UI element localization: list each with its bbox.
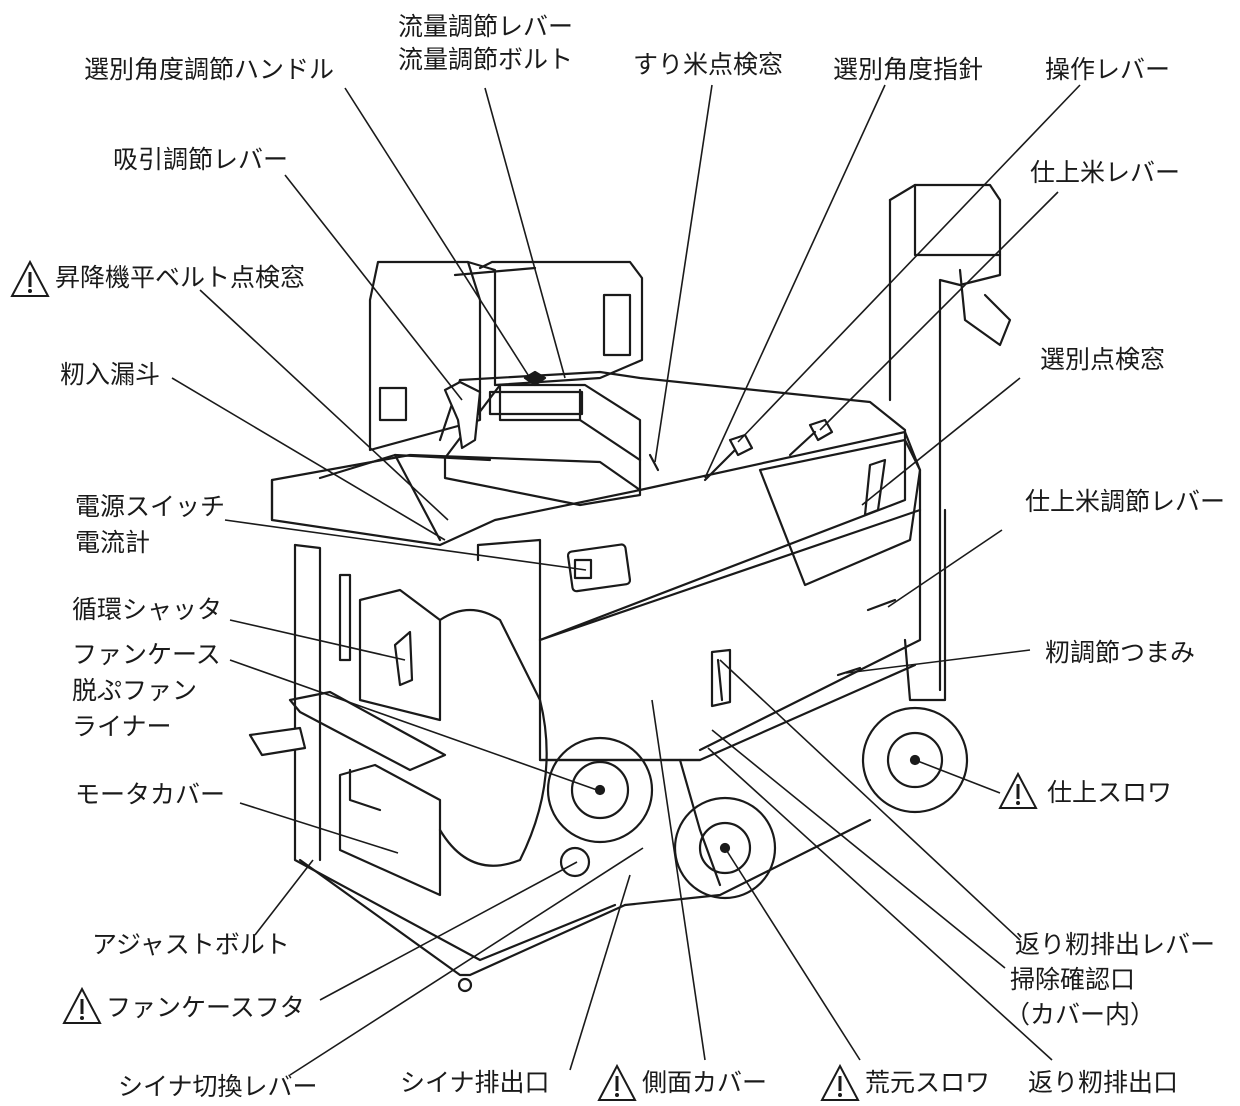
base-frame xyxy=(538,663,917,762)
junkan-panel xyxy=(338,573,352,662)
label-sentaku-kakudo-pointer: 選別角度指針 xyxy=(833,55,984,84)
warning-icon xyxy=(820,1063,860,1106)
label-ryuryo-bolt: 流量調節ボルト xyxy=(398,45,574,74)
label-shiage-mai-lever: 仕上米レバー xyxy=(1030,158,1181,187)
leader-kyuin-lever xyxy=(284,174,463,401)
leader-sousa-lever xyxy=(737,84,1081,443)
leader-fan-case xyxy=(229,659,598,791)
label-fan-case: ファンケース xyxy=(72,640,221,669)
handle-bar xyxy=(288,690,447,772)
label-kaeri-lever: 返り籾排出レバー xyxy=(1015,930,1216,959)
rear-lever-handle xyxy=(443,380,482,450)
label-cleaning-port-note: （カバー内） xyxy=(1005,1000,1156,1029)
center-cabinet xyxy=(443,383,642,507)
leader-aramoto xyxy=(724,847,861,1061)
label-shiina-switch-lever: シイナ切換レバー xyxy=(118,1072,318,1101)
leader-surimai-window xyxy=(654,84,713,463)
label-junkan-shutter: 循環シャッタ xyxy=(72,595,223,624)
leader-kaeri-lever xyxy=(719,659,1021,941)
label-elevator-belt-window: 昇降機平ベルト点検窓 xyxy=(55,263,306,292)
leader-fan-case-lid xyxy=(319,861,578,1001)
label-liner: ライナー xyxy=(72,712,172,741)
leader-shiina-outlet xyxy=(569,874,631,1071)
leader-shiina-switch xyxy=(289,847,644,1076)
leader-shiage-thrower xyxy=(914,759,1001,794)
front-panel xyxy=(476,508,922,642)
label-adjust-bolt: アジャストボルト xyxy=(92,930,290,959)
label-kyuin-lever: 吸引調節レバー xyxy=(113,145,289,174)
leader-shiage-lever xyxy=(819,191,1059,431)
side-slot xyxy=(710,648,732,708)
leader-power-switch xyxy=(224,519,587,571)
label-side-cover: 側面カバー xyxy=(642,1068,768,1097)
surimai-window-rect xyxy=(602,293,632,357)
leader-junkan xyxy=(229,619,406,661)
leader-momi-knob xyxy=(845,649,1031,674)
label-fan-case-lid: ファンケースフタ xyxy=(106,993,305,1022)
leader-adjust-bolt xyxy=(254,859,314,936)
warning-icon xyxy=(998,771,1038,814)
switch-panel xyxy=(566,543,632,593)
leader-shiage-adjust xyxy=(887,529,1003,608)
label-momi-hopper: 籾入漏斗 xyxy=(60,360,161,389)
warning-icon xyxy=(62,986,102,1029)
shiage-chute xyxy=(888,183,1002,692)
leader-cleaning-port xyxy=(711,729,1006,969)
label-ryuryo-lever: 流量調節レバー xyxy=(398,12,574,41)
foot-pedal xyxy=(248,726,307,757)
leader-sentaku-window xyxy=(861,377,1021,506)
upper-cabinet xyxy=(478,260,644,387)
motor-cover-shape xyxy=(338,763,442,897)
hopper-tray xyxy=(270,453,642,547)
leader-sentaku-pointer xyxy=(704,84,886,479)
label-aramoto-thrower: 荒元スロワ xyxy=(865,1068,991,1097)
warning-icon xyxy=(10,259,50,302)
shiage-thrower-wheel xyxy=(861,706,969,814)
label-shiage-thrower: 仕上スロワ xyxy=(1047,778,1173,807)
label-ammeter: 電流計 xyxy=(75,528,151,557)
top-deck xyxy=(458,370,907,642)
leader-elevator-window xyxy=(199,289,449,521)
leader-ryuryo xyxy=(484,87,566,379)
sentaku-cover xyxy=(758,438,922,587)
label-kaeri-outlet: 返り籾排出口 xyxy=(1028,1068,1179,1097)
aramoto-thrower-wheel xyxy=(673,796,777,900)
leader-sentaku-kakudo-handle xyxy=(344,87,531,379)
label-husking-fan: 脱ぷファン xyxy=(72,676,198,705)
label-shiage-mai-adjust-lever: 仕上米調節レバー xyxy=(1025,487,1226,516)
label-sousa-lever: 操作レバー xyxy=(1045,55,1171,84)
leader-kaeri-outlet xyxy=(707,747,1053,1061)
elevator-belt-window xyxy=(378,386,408,422)
label-cleaning-port: 掃除確認口 xyxy=(1010,965,1136,994)
label-surimai-window: すり米点検窓 xyxy=(633,50,784,79)
label-momi-knob: 籾調節つまみ xyxy=(1045,638,1196,667)
leader-momi-hopper xyxy=(171,377,446,541)
label-shiina-outlet: シイナ排出口 xyxy=(400,1068,550,1097)
fan-case-wheel-outer xyxy=(546,736,654,844)
fan-case-shape xyxy=(438,609,548,867)
leader-side-cover xyxy=(651,699,706,1061)
left-cabinet xyxy=(293,543,617,962)
label-sentaku-window: 選別点検窓 xyxy=(1040,345,1166,374)
warning-icon xyxy=(597,1063,637,1106)
label-sentaku-kakudo-handle: 選別角度調節ハンドル xyxy=(84,55,335,84)
label-motor-cover: モータカバー xyxy=(75,780,226,809)
leader-motor-cover xyxy=(239,802,399,854)
label-power-switch: 電源スイッチ xyxy=(75,492,226,521)
